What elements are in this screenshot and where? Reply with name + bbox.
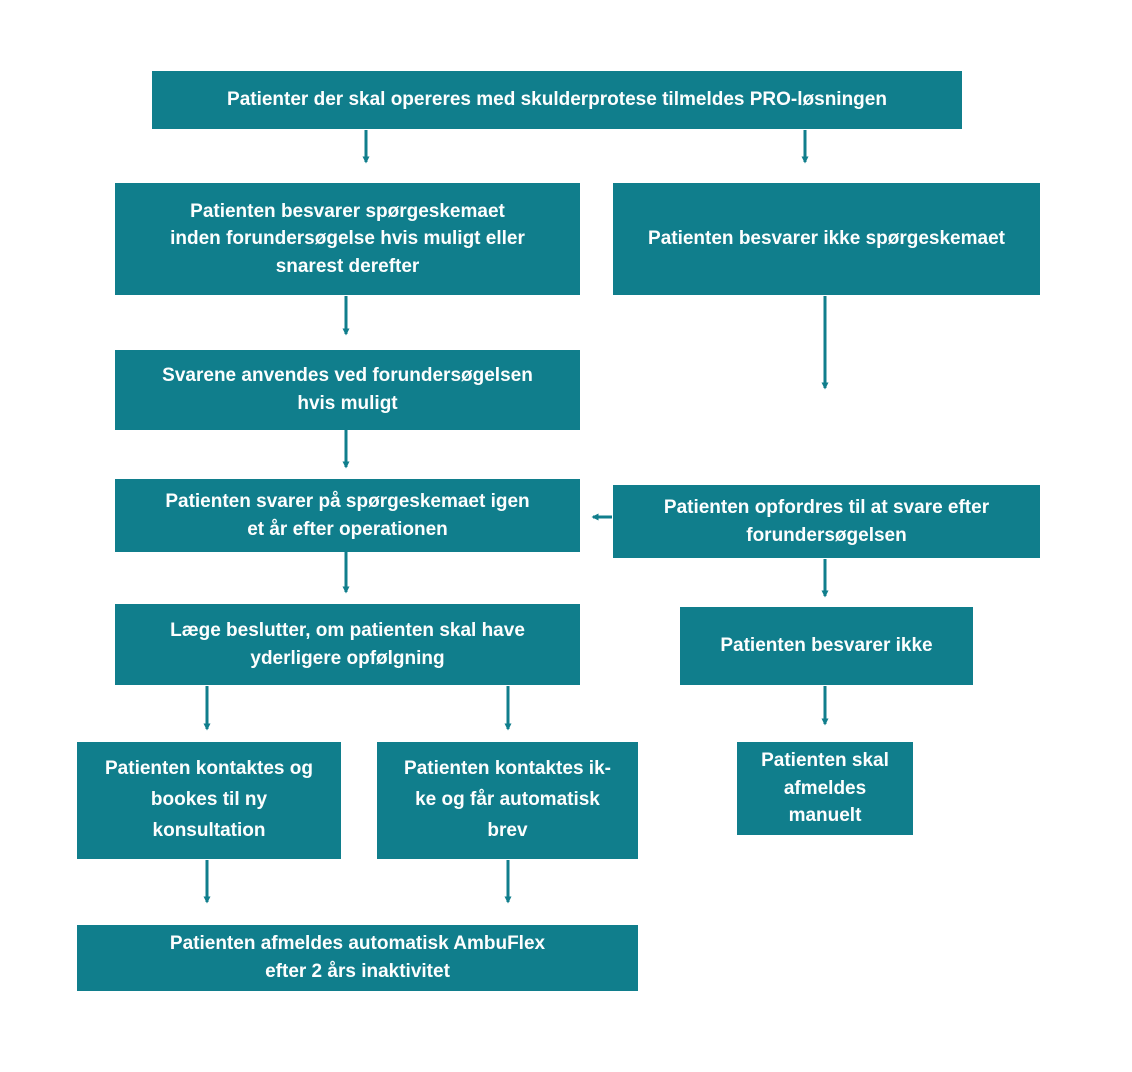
node-patient-answers: Patienten besvarer spørgeskemaet inden f…: [115, 183, 580, 295]
node-auto-unsubscribe: Patienten afmeldes automatisk AmbuFlex e…: [77, 925, 638, 991]
node-contacted: Patienten kontaktes og bookes til ny kon…: [77, 742, 341, 859]
node-not-contacted: Patienten kontaktes ik- ke og får automa…: [377, 742, 638, 859]
node-answers-again: Patienten svarer på spørgeskemaet igen e…: [115, 479, 580, 552]
node-manual-unsubscribe: Patienten skal afmeldes manuelt: [737, 742, 913, 835]
node-doctor-decides: Læge beslutter, om patienten skal have y…: [115, 604, 580, 685]
node-no-answer-again: Patienten besvarer ikke: [680, 607, 973, 685]
node-answers-used: Svarene anvendes ved forundersøgelsen hv…: [115, 350, 580, 430]
node-encouraged: Patienten opfordres til at svare efter f…: [613, 485, 1040, 558]
node-patient-no-answer: Patienten besvarer ikke spørgeskemaet: [613, 183, 1040, 295]
node-start: Patienter der skal opereres med skulderp…: [152, 71, 962, 129]
